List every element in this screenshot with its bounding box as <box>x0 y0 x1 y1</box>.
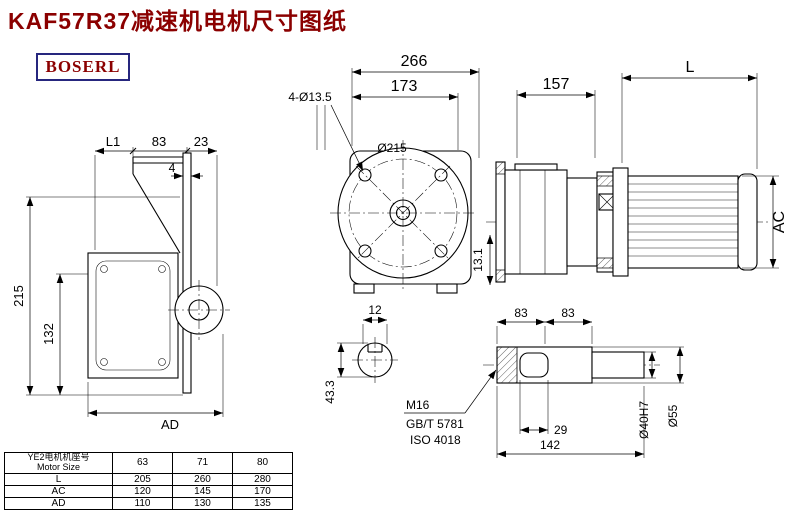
table-row-AD: AD 110 130 135 <box>4 496 293 510</box>
dim-55: Ø55 <box>666 404 680 427</box>
left-view-dimensions: 215 132 AD <box>11 196 224 432</box>
table-row-AC: AC 120 145 170 <box>4 484 293 498</box>
dim-40h7: Ø40H7 <box>637 401 651 439</box>
dim-shaft-83b: 83 <box>561 306 575 320</box>
table-header-size-71: 71 <box>172 452 233 474</box>
gearmotor-side-view <box>486 161 768 283</box>
label-std-iso: ISO 4018 <box>410 433 461 447</box>
table-header-en: Motor Size <box>36 461 80 472</box>
logo-text: BOSERL <box>45 57 121 76</box>
dim-L: L <box>686 59 695 76</box>
table-header-row: YE2电机机座号 Motor Size 63 71 80 <box>4 452 293 474</box>
dim-12: 12 <box>368 303 382 317</box>
table-header-cn: YE2电机机座号 <box>27 452 90 462</box>
dim-13-1: 13.1 <box>471 248 485 272</box>
table-cell: 135 <box>232 496 293 510</box>
table-cell: 260 <box>172 472 233 486</box>
dim-157: 157 <box>543 76 570 93</box>
table-row-label: AC <box>4 484 113 498</box>
motor-size-table: YE2电机机座号 Motor Size 63 71 80 L 205 260 2… <box>4 452 293 510</box>
dim-29: 29 <box>554 423 568 437</box>
dim-266: 266 <box>401 53 428 70</box>
left-view: L1 83 23 4 <box>87 134 230 394</box>
front-flange-view <box>330 140 476 294</box>
side-view-dimensions: 157 L AC <box>516 59 788 269</box>
shaft-section-view: 12 43.3 <box>323 303 398 404</box>
dim-flange-diameter: Ø215 <box>377 141 407 155</box>
table-cell: 130 <box>172 496 233 510</box>
boserl-logo: BOSERL <box>36 53 130 81</box>
front-view-dimensions: 266 173 4-Ø13.5 Ø215 13.1 <box>288 53 494 285</box>
table-row-label: L <box>4 472 113 486</box>
dim-shaft-83a: 83 <box>514 306 528 320</box>
table-cell: 145 <box>172 484 233 498</box>
table-header-motor-size: YE2电机机座号 Motor Size <box>4 452 113 474</box>
dim-AD: AD <box>161 417 179 432</box>
table-header-size-63: 63 <box>112 452 173 474</box>
dim-142: 142 <box>540 438 560 452</box>
dim-AC: AC <box>771 211 788 233</box>
dim-bolt-holes: 4-Ø13.5 <box>288 90 332 104</box>
shaft-detail-view: 83 83 M16 GB/T 5781 ISO 4018 29 142 Ø40H… <box>404 306 684 458</box>
dim-L1: L1 <box>106 134 120 149</box>
dim-23: 23 <box>194 134 208 149</box>
dim-4: 4 <box>169 161 176 175</box>
label-std-gb: GB/T 5781 <box>406 417 464 431</box>
dim-215: 215 <box>11 285 26 307</box>
dim-173: 173 <box>391 78 418 95</box>
label-thread-m16: M16 <box>406 398 430 412</box>
dim-left-83: 83 <box>152 134 166 149</box>
dim-43-3: 43.3 <box>323 380 337 404</box>
dim-132: 132 <box>41 323 56 345</box>
table-cell: 170 <box>232 484 293 498</box>
table-cell: 205 <box>112 472 173 486</box>
table-cell: 120 <box>112 484 173 498</box>
table-row-L: L 205 260 280 <box>4 472 293 486</box>
table-header-size-80: 80 <box>232 452 293 474</box>
table-cell: 280 <box>232 472 293 486</box>
table-cell: 110 <box>112 496 173 510</box>
page-title: KAF57R37减速机电机尺寸图纸 <box>8 8 348 34</box>
table-row-label: AD <box>4 496 113 510</box>
